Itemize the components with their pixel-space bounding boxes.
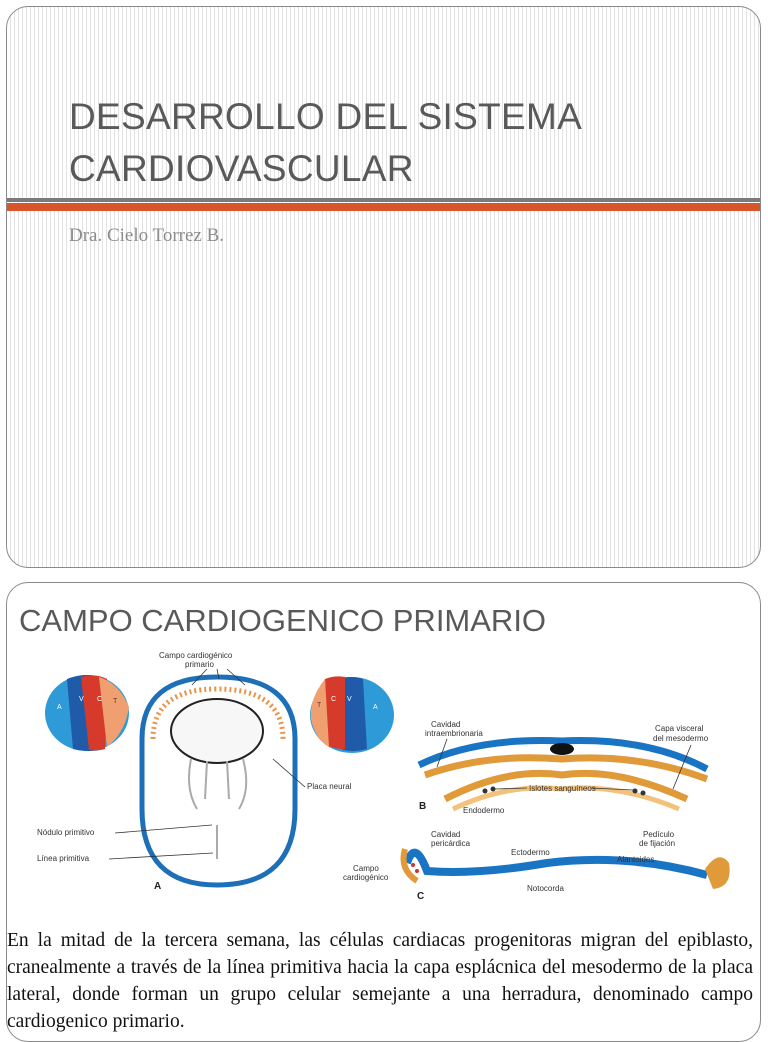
label-endodermo: Endodermo bbox=[463, 806, 505, 815]
title-divider-red bbox=[7, 203, 760, 211]
right-sphere-letter-t: T bbox=[317, 702, 322, 709]
label-linea-primitiva: Línea primitiva bbox=[37, 854, 90, 863]
label-capa-visceral-l1: Capa visceral bbox=[655, 724, 704, 733]
label-pediculo-l2: de fijación bbox=[639, 839, 675, 848]
left-sphere-letter-a: A bbox=[57, 704, 62, 711]
embryonic-disc bbox=[139, 674, 298, 888]
right-heart-field-sphere: T C V A bbox=[310, 676, 394, 753]
label-placa-neural: Placa neural bbox=[307, 782, 352, 791]
left-sphere-letter-t: T bbox=[113, 698, 118, 705]
right-sphere-letter-c: C bbox=[331, 696, 336, 703]
label-capa-visceral-l2: del mesodermo bbox=[653, 734, 709, 743]
label-islotes-sanguineos: Islotes sanguíneos bbox=[529, 784, 596, 793]
label-campo-cardiogenico-primario-l2: primario bbox=[185, 660, 214, 669]
cardiogenic-field-figure: A V C T Campo cardiogénico primario Plac… bbox=[37, 651, 730, 902]
content-slide-title: CAMPO CARDIOGENICO PRIMARIO bbox=[19, 603, 547, 638]
left-heart-field-sphere: A V C T bbox=[45, 675, 129, 751]
label-alantoides: Alantoides bbox=[617, 855, 654, 864]
label-cavidad-pericardica-l2: pericárdica bbox=[431, 839, 471, 848]
label-campo-cardiogenico-primario-l1: Campo cardiogénico bbox=[159, 651, 233, 660]
label-cavidad-intraembrionaria-l2: intraembrionaria bbox=[425, 729, 483, 738]
title-divider-gray bbox=[7, 198, 760, 202]
panel-b-label: B bbox=[419, 801, 426, 812]
label-nodulo-primitivo: Nódulo primitivo bbox=[37, 828, 95, 837]
panel-c-longitudinal-section bbox=[400, 848, 730, 889]
slide-title-line-1: DESARROLLO DEL SISTEMA bbox=[69, 96, 583, 137]
panel-a-label: A bbox=[154, 881, 161, 892]
title-slide: DESARROLLO DEL SISTEMA CARDIOVASCULAR Dr… bbox=[6, 6, 761, 568]
panel-b-cross-section bbox=[417, 737, 709, 812]
label-ectodermo: Ectodermo bbox=[511, 848, 550, 857]
slide-title-line-2: CARDIOVASCULAR bbox=[69, 148, 414, 189]
slide-subtitle-author: Dra. Cielo Torrez B. bbox=[69, 225, 225, 246]
left-sphere-letter-v: V bbox=[79, 696, 84, 703]
label-campo-cardiogenico-l2: cardiogénico bbox=[343, 873, 389, 882]
slide-title: DESARROLLO DEL SISTEMA CARDIOVASCULAR bbox=[69, 91, 709, 195]
label-pediculo-l1: Pedículo bbox=[643, 830, 675, 839]
label-cavidad-pericardica-l1: Cavidad bbox=[431, 830, 460, 839]
right-sphere-letter-a: A bbox=[373, 704, 378, 711]
label-notocorda: Notocorda bbox=[527, 884, 564, 893]
slide-body-paragraph: En la mitad de la tercera semana, las cé… bbox=[7, 930, 753, 1032]
label-campo-cardiogenico-l1: Campo bbox=[353, 864, 379, 873]
panel-c-label: C bbox=[417, 891, 424, 902]
right-sphere-letter-v: V bbox=[347, 696, 352, 703]
content-slide: CAMPO CARDIOGENICO PRIMARIO A V C T Camp… bbox=[6, 582, 761, 1042]
left-sphere-letter-c: C bbox=[97, 696, 102, 703]
label-cavidad-intraembrionaria-l1: Cavidad bbox=[431, 720, 460, 729]
